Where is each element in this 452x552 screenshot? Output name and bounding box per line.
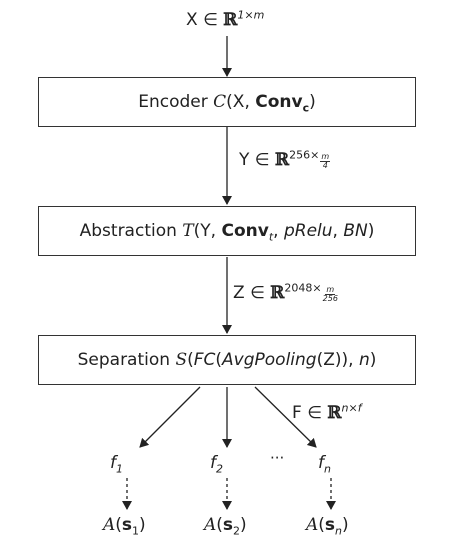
encoder-label: Encoder C(X, Convc) — [138, 92, 316, 115]
output-a-s2: A(s2) — [204, 515, 247, 538]
f-dimension-label: F ∈ ℝn×f — [292, 401, 362, 423]
abstraction-label: Abstraction T(Y, Convt, pRelu, BN) — [79, 221, 375, 244]
separation-label: Separation S(FC(AvgPooling(Z)), n) — [77, 350, 377, 370]
abstraction-box: Abstraction T(Y, Convt, pRelu, BN) — [38, 206, 416, 256]
output-a-s1: A(s1) — [103, 515, 146, 538]
arrow-separation-fn — [254, 386, 317, 448]
output-a-sn: A(sn) — [306, 515, 349, 538]
output-f2: f2 — [210, 453, 223, 476]
output-fn: fn — [318, 453, 331, 476]
arrow-separation-f1 — [139, 386, 201, 448]
input-label: X ∈ ℝ1×m — [186, 8, 265, 30]
ellipsis: ··· — [270, 449, 285, 467]
separation-box: Separation S(FC(AvgPooling(Z)), n) — [38, 335, 416, 385]
output-f1: f1 — [110, 453, 123, 476]
encoder-box: Encoder C(X, Convc) — [38, 77, 416, 127]
